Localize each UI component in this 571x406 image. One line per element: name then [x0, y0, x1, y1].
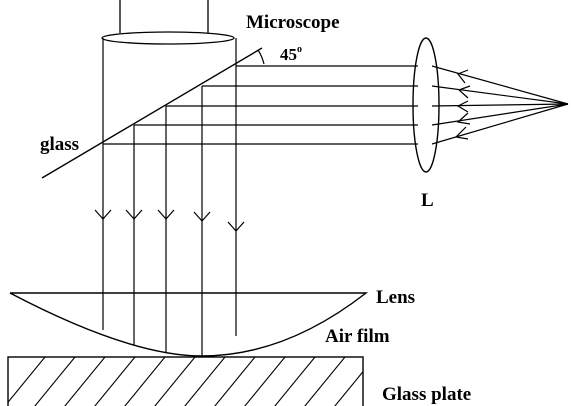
down-arrows	[94, 209, 245, 232]
glass-plate-45deg	[41, 47, 263, 179]
source-ray	[431, 85, 569, 105]
horizontal-rays	[103, 65, 418, 145]
label-glass-plate: Glass plate	[382, 384, 471, 405]
source-rays	[431, 65, 569, 145]
microscope	[101, 0, 235, 45]
down-arrow	[193, 211, 211, 222]
label-angle-unit: o	[297, 44, 302, 55]
down-arrow	[157, 209, 175, 220]
vertical-rays	[102, 38, 237, 356]
down-arrow	[227, 221, 245, 232]
source-ray	[431, 103, 569, 145]
label-glass: glass	[40, 134, 79, 155]
label-lens-l: L	[421, 190, 434, 211]
source-ray	[431, 65, 569, 105]
left-arrow	[457, 69, 469, 84]
angle-arc	[257, 49, 265, 65]
plano-convex-lens	[9, 292, 369, 357]
left-arrow	[457, 85, 471, 99]
label-microscope: Microscope	[246, 12, 340, 33]
left-arrow	[456, 112, 471, 125]
converging-lens-l	[412, 37, 440, 173]
glass-plate	[7, 356, 364, 406]
glass-plate-hatching	[8, 357, 363, 406]
source-ray	[431, 103, 569, 107]
down-arrow	[125, 209, 143, 220]
down-arrow	[94, 209, 112, 220]
glass-plate-outline	[7, 356, 364, 406]
label-lens: Lens	[376, 287, 415, 308]
left-arrows	[454, 69, 471, 140]
label-air-film: Air film	[325, 326, 390, 347]
label-angle: 45o	[280, 44, 302, 64]
microscope-objective	[101, 31, 235, 45]
left-arrow	[456, 100, 469, 113]
label-angle-value: 45	[280, 45, 297, 64]
source-ray	[431, 103, 569, 126]
left-arrow	[454, 126, 469, 140]
